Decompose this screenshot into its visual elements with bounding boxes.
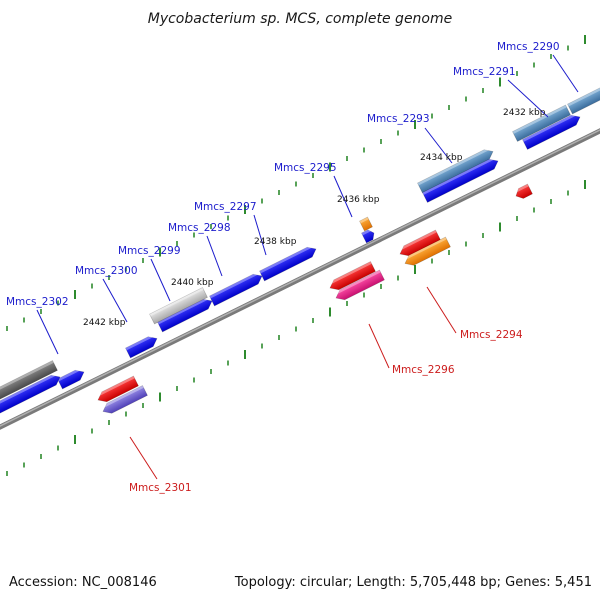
gene-label-mmcs-2299[interactable]: Mmcs_2299 (118, 245, 181, 257)
gene-feature-mmcs-2295-small[interactable] (359, 216, 373, 232)
leader-line (36, 309, 59, 355)
gene-feature-mmcs-2296b[interactable] (327, 261, 376, 293)
leader-line (102, 278, 128, 323)
kbp-label-2440: 2440 kbp (171, 278, 214, 288)
gene-label-mmcs-2290[interactable]: Mmcs_2290 (497, 41, 560, 53)
gene-feature-mmcs-2300[interactable] (125, 333, 160, 359)
gene-feature-gray[interactable] (0, 360, 58, 404)
gene-label-mmcs-2291[interactable]: Mmcs_2291 (453, 66, 516, 78)
kbp-label-2432: 2432 kbp (503, 108, 546, 118)
leader-line (424, 127, 453, 164)
leader-line (253, 214, 267, 256)
gene-label-mmcs-2293[interactable]: Mmcs_2293 (367, 113, 430, 125)
genome-backbone (0, 128, 600, 430)
leader-line (129, 436, 158, 480)
tick-marks (6, 35, 586, 476)
leader-line (206, 235, 223, 277)
gene-label-mmcs-2297[interactable]: Mmcs_2297 (194, 201, 257, 213)
kbp-label-2438: 2438 kbp (254, 237, 297, 247)
gene-feature-mmcs-2302b[interactable] (0, 372, 62, 418)
gene-feature-mmcs-2293[interactable] (417, 146, 496, 194)
leader-line (150, 258, 171, 302)
gene-feature-mmcs-2291[interactable] (522, 112, 583, 150)
gene-label-mmcs-2301[interactable]: Mmcs_2301 (129, 482, 192, 494)
gene-feature-mmcs-2292[interactable] (422, 156, 501, 203)
gene-feature-mmcs-2290[interactable] (512, 104, 571, 142)
genome-summary-text: Topology: circular; Length: 5,705,448 bp… (234, 575, 592, 590)
accession-text: Accession: NC_008146 (9, 575, 157, 590)
gene-feature-mmcs-2290b[interactable] (567, 86, 600, 115)
kbp-label-2434: 2434 kbp (420, 153, 463, 163)
label-leader-lines (36, 54, 579, 480)
kbp-label-2436: 2436 kbp (337, 195, 380, 205)
gene-feature-mmcs-2298[interactable] (209, 271, 265, 307)
gene-label-mmcs-2302[interactable]: Mmcs_2302 (6, 296, 69, 308)
gene-feature-mmcs-2295[interactable] (361, 228, 377, 244)
gene-label-mmcs-2298[interactable]: Mmcs_2298 (168, 222, 231, 234)
leader-line (552, 54, 579, 93)
leader-line (368, 323, 390, 369)
gene-feature-mmcs-2289[interactable] (513, 183, 533, 201)
map-title: Mycobacterium sp. MCS, complete genome (148, 11, 453, 27)
gene-feature-mmcs-2302[interactable] (57, 367, 87, 390)
gene-features (0, 86, 600, 418)
kbp-label-2442: 2442 kbp (83, 318, 126, 328)
gene-label-mmcs-2300[interactable]: Mmcs_2300 (75, 265, 138, 277)
gene-feature-mmcs-2299b[interactable] (149, 287, 208, 325)
genome-backbone-highlight (0, 129, 600, 427)
leader-line (426, 286, 457, 334)
leader-line (333, 175, 353, 218)
gene-feature-mmcs-2301[interactable] (100, 385, 148, 417)
gene-label-mmcs-2296[interactable]: Mmcs_2296 (392, 364, 455, 376)
gene-label-mmcs-2294[interactable]: Mmcs_2294 (460, 329, 523, 341)
leader-line (507, 79, 549, 118)
gene-feature-mmcs-2297[interactable] (259, 244, 319, 282)
gene-feature-mmcs-2301b[interactable] (95, 375, 139, 405)
gene-label-mmcs-2295[interactable]: Mmcs_2295 (274, 162, 337, 174)
gene-feature-mmcs-2296[interactable] (333, 269, 385, 303)
gene-feature-mmcs-2294[interactable] (402, 236, 451, 268)
